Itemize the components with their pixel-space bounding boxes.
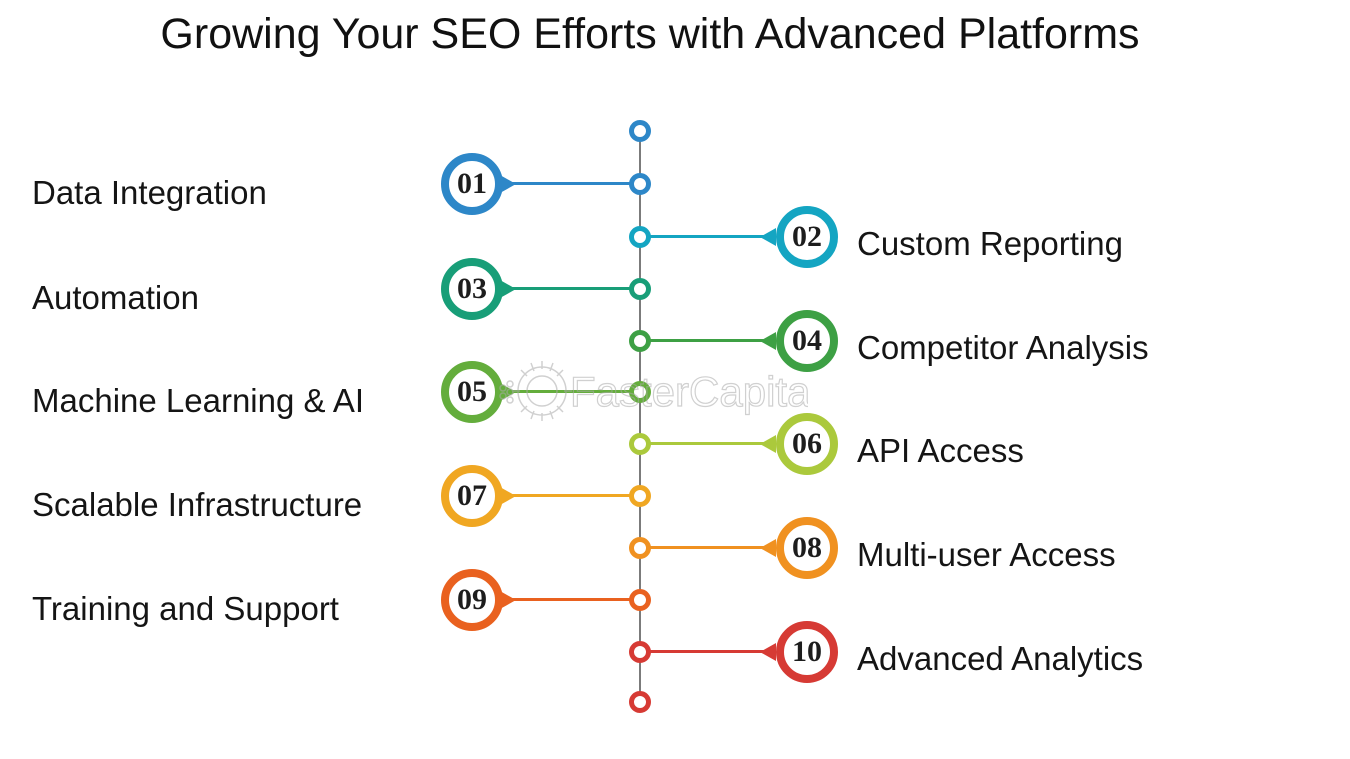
item-label: Scalable Infrastructure	[32, 486, 363, 523]
item-label: Data Integration	[32, 174, 267, 211]
connector-line	[505, 494, 640, 497]
item-number-circle: 01	[441, 153, 503, 215]
item-number-circle: 03	[441, 258, 503, 320]
timeline-item-08: Multi-user Access 08	[0, 517, 1350, 579]
item-label: Competitor Analysis	[857, 329, 1149, 366]
connector-line	[505, 182, 640, 185]
axis-node	[629, 278, 651, 300]
item-number: 03	[457, 272, 487, 305]
item-number: 07	[457, 479, 487, 512]
axis-node	[629, 589, 651, 611]
timeline-item-01: Data Integration 01	[0, 153, 1350, 215]
pointer-tip	[760, 228, 776, 246]
item-number-circle: 02	[776, 206, 838, 268]
item-number: 06	[792, 427, 822, 460]
item-label: API Access	[857, 432, 1024, 469]
axis-node	[629, 173, 651, 195]
pointer-tip	[760, 643, 776, 661]
item-label: Custom Reporting	[857, 225, 1123, 262]
item-number-circle: 04	[776, 310, 838, 372]
timeline-item-07: Scalable Infrastructure 07	[0, 465, 1350, 527]
connector-line	[505, 390, 640, 393]
item-label: Advanced Analytics	[857, 640, 1144, 677]
connector-line	[505, 287, 640, 290]
item-label: Machine Learning & AI	[32, 382, 365, 419]
connector-line	[640, 546, 770, 549]
connector-line	[640, 339, 770, 342]
connector-line	[505, 598, 640, 601]
item-label: Multi-user Access	[857, 536, 1116, 573]
item-number: 01	[457, 167, 487, 200]
pointer-tip	[500, 383, 516, 401]
connector-line	[640, 235, 770, 238]
timeline-item-06: API Access 06	[0, 413, 1350, 475]
pointer-tip	[500, 591, 516, 609]
item-number-circle: 10	[776, 621, 838, 683]
timeline-item-05: Machine Learning & AI 05	[0, 361, 1350, 423]
item-number: 09	[457, 583, 487, 616]
item-number: 04	[792, 324, 822, 357]
pointer-tip	[500, 280, 516, 298]
axis-node	[629, 226, 651, 248]
timeline-item-09: Training and Support 09	[0, 569, 1350, 631]
item-number: 08	[792, 531, 822, 564]
pointer-tip	[760, 539, 776, 557]
axis-node	[629, 537, 651, 559]
timeline-item-04: Competitor Analysis 04	[0, 310, 1350, 372]
axis-node	[629, 433, 651, 455]
item-label: Automation	[32, 279, 199, 316]
item-number: 05	[457, 375, 487, 408]
item-number-circle: 05	[441, 361, 503, 423]
item-label: Training and Support	[32, 590, 339, 627]
pointer-tip	[760, 332, 776, 350]
connector-line	[640, 650, 770, 653]
timeline-item-03: Automation 03	[0, 258, 1350, 320]
item-number-circle: 07	[441, 465, 503, 527]
item-number: 02	[792, 220, 822, 253]
timeline-item-10: Advanced Analytics 10	[0, 621, 1350, 683]
item-number-circle: 08	[776, 517, 838, 579]
axis-node	[629, 641, 651, 663]
item-number: 10	[792, 635, 822, 668]
pointer-tip	[500, 175, 516, 193]
pointer-tip	[760, 435, 776, 453]
timeline-start-node	[629, 120, 651, 142]
connector-line	[640, 442, 770, 445]
axis-node	[629, 330, 651, 352]
axis-node	[629, 381, 651, 403]
page-title: Growing Your SEO Efforts with Advanced P…	[160, 10, 1140, 58]
item-number-circle: 06	[776, 413, 838, 475]
timeline-item-02: Custom Reporting 02	[0, 206, 1350, 268]
timeline-axis	[639, 131, 641, 702]
timeline-end-node	[629, 691, 651, 713]
pointer-tip	[500, 487, 516, 505]
axis-node	[629, 485, 651, 507]
item-number-circle: 09	[441, 569, 503, 631]
